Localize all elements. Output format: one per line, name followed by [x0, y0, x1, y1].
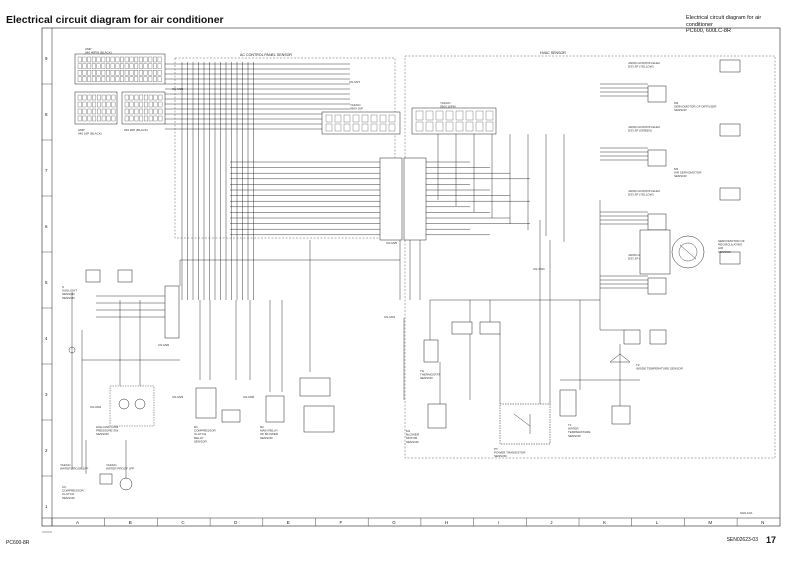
cn-sw1-label: CN-SW1 — [533, 267, 545, 271]
control-panel-harness — [165, 62, 350, 300]
cn-m26-label: CN-M26 — [158, 343, 169, 347]
diagram-frame — [41, 27, 781, 527]
row-label: 7 — [45, 168, 48, 173]
column-label: A — [76, 520, 79, 525]
cn-m31-label: CN-M31 — [384, 315, 395, 319]
column-label: L — [656, 520, 659, 525]
row-label: 8 — [45, 112, 48, 117]
cn-m25-block-b — [403, 157, 427, 241]
page-title: Electrical circuit diagram for air condi… — [6, 14, 224, 26]
header-reference: Electrical circuit diagram for air condi… — [686, 15, 776, 35]
amp-bottom-b-label: 040 20P (BLACK) — [124, 128, 148, 132]
row-label: 2 — [45, 448, 48, 453]
cn-m32-label: CN-M32 — [90, 405, 101, 409]
control-panel-label: AC CONTROL PANEL SENSOR — [240, 53, 292, 57]
footer-page-number: 17 — [765, 535, 776, 545]
column-label: K — [603, 520, 606, 525]
column-label: J — [550, 520, 552, 525]
row-label: 6 — [45, 224, 48, 229]
header-reference-line2: PC600, 600LC-8R — [686, 28, 731, 34]
hvac-frame — [404, 55, 776, 459]
cn-m30-label: CN-M30 — [243, 395, 254, 399]
column-labels: A B C D E F G H I J K L M N — [51, 518, 764, 526]
cn-m27-label: CN-M27 — [349, 80, 360, 84]
column-label: I — [498, 520, 499, 525]
row-label: 4 — [45, 336, 48, 341]
row-label: 9 — [45, 56, 48, 61]
row-label: 5 — [45, 280, 48, 285]
left-feed-wires — [68, 292, 180, 470]
row-labels: 9 8 7 6 5 4 3 2 1 — [42, 56, 52, 533]
control-panel-frame — [174, 57, 396, 239]
column-label: N — [761, 520, 764, 525]
cn-m25-label: CN-M25 — [386, 241, 397, 245]
column-label: F — [340, 520, 343, 525]
cn-m26-block — [164, 285, 180, 339]
routing-wires — [85, 200, 640, 478]
column-label: G — [392, 520, 396, 525]
column-label: D — [234, 520, 238, 525]
column-label: M — [708, 520, 712, 525]
row-label: 1 — [45, 504, 48, 509]
column-label: H — [445, 520, 448, 525]
cn-m29-label: CN-M29 — [172, 395, 183, 399]
header-reference-line1: Electrical circuit diagram for air condi… — [686, 15, 762, 28]
column-label: C — [181, 520, 185, 525]
cn-m28-label: CN-M28 — [172, 87, 183, 91]
row-label: 3 — [45, 392, 48, 397]
column-label: E — [287, 520, 290, 525]
cn-m25-block — [379, 157, 403, 241]
signal-bus-wires — [230, 134, 565, 242]
reference-id: SG5-10A — [740, 511, 752, 515]
column-label: B — [129, 520, 132, 525]
footer-doc-code: SEN02623-03 — [726, 537, 758, 543]
footer-model: PC600-8R — [6, 540, 30, 546]
hvac-label: HVAC SENSOR — [540, 51, 566, 55]
